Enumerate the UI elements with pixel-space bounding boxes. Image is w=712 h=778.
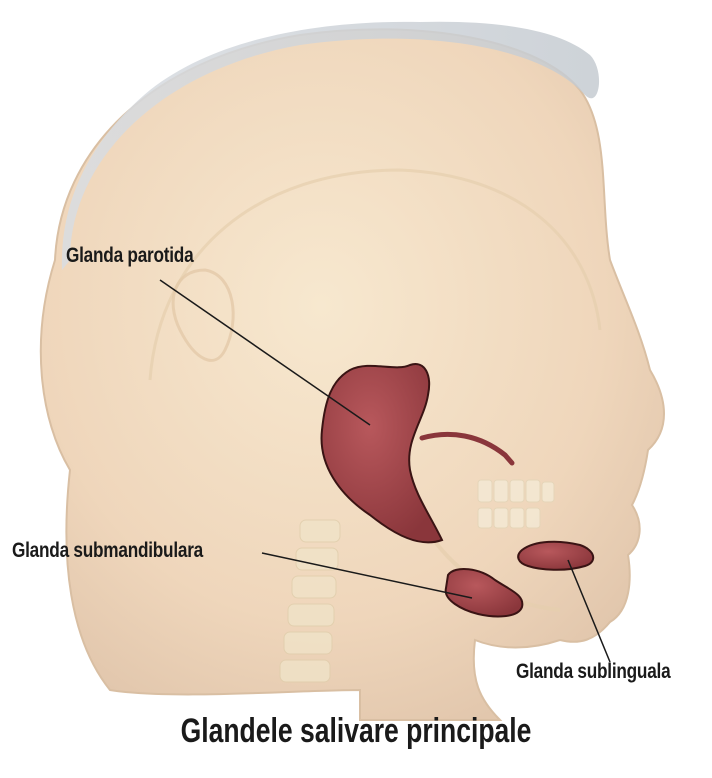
parotid-label: Glanda parotida [66, 244, 193, 268]
sublingual-label: Glanda sublinguala [516, 660, 670, 684]
submandibular-label: Glanda submandibulara [12, 539, 203, 563]
diagram-caption: Glandele salivare principale [78, 712, 633, 751]
sublingual-gland [518, 542, 593, 570]
